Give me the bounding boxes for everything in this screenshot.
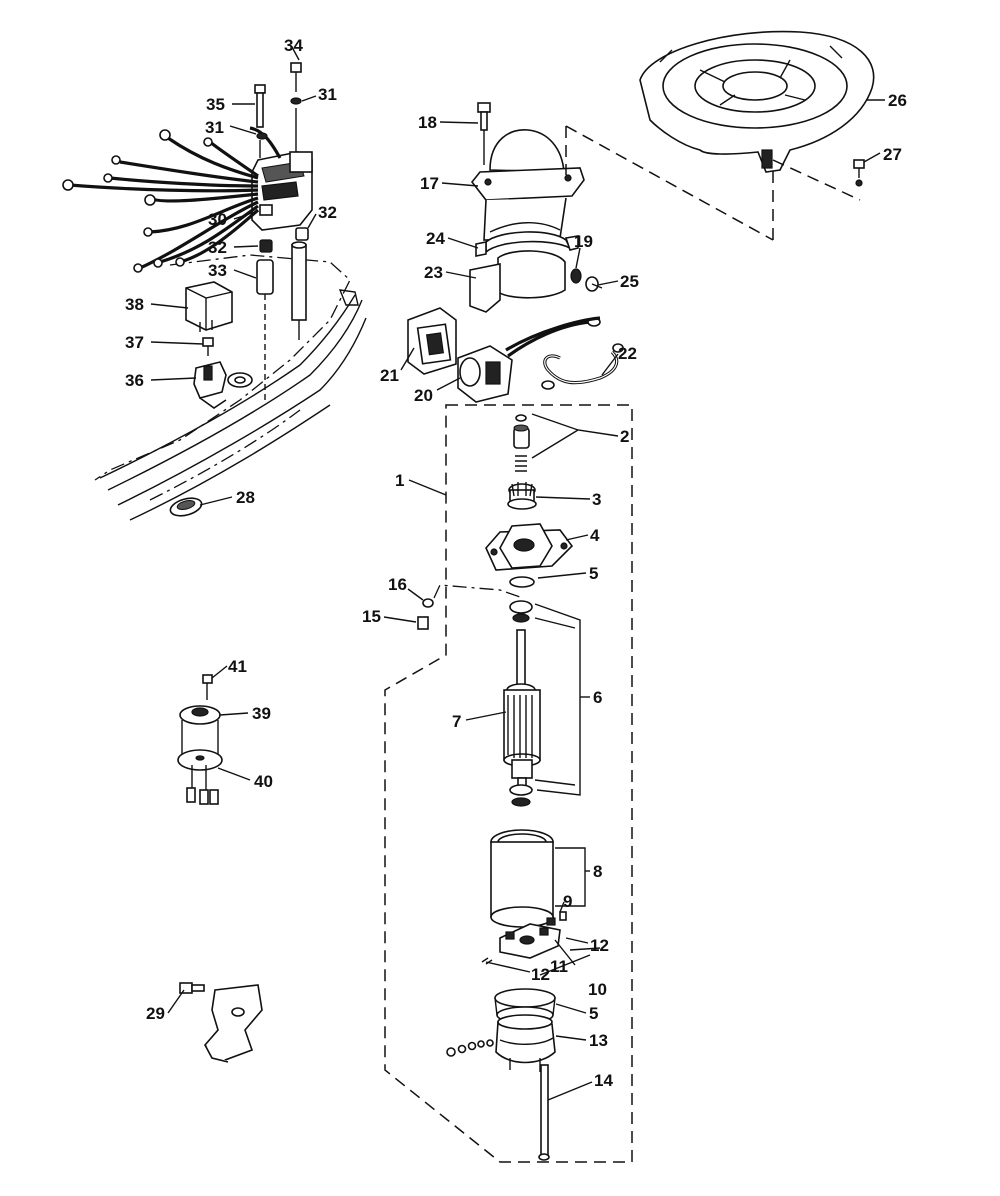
callout-19: 19 bbox=[574, 232, 593, 251]
callout-4: 4 bbox=[590, 526, 600, 545]
callout-6: 6 bbox=[593, 688, 602, 707]
washer-31-top bbox=[290, 97, 302, 105]
washer-5-top bbox=[509, 576, 535, 588]
callout-31-lower: 31 bbox=[205, 118, 224, 137]
callout-36: 36 bbox=[125, 371, 144, 390]
brush-9 bbox=[546, 911, 567, 926]
callout-3: 3 bbox=[592, 490, 601, 509]
callout-27: 27 bbox=[883, 145, 902, 164]
washer-6-c bbox=[509, 784, 533, 796]
solenoid-cover-17 bbox=[470, 129, 585, 241]
screw-27 bbox=[853, 159, 865, 187]
callout-labels: 34 35 31 31 30 32 32 33 38 37 36 28 41 3… bbox=[125, 36, 907, 1090]
callout-11: 11 bbox=[550, 957, 568, 976]
through-bolt-14 bbox=[538, 1064, 550, 1161]
washer-6-b bbox=[512, 613, 530, 623]
callout-20: 20 bbox=[414, 386, 433, 405]
sensor-39 bbox=[179, 705, 221, 755]
callout-30: 30 bbox=[208, 210, 227, 229]
callout-39: 39 bbox=[252, 704, 271, 723]
callout-33: 33 bbox=[208, 261, 227, 280]
washer-6-a bbox=[509, 600, 533, 614]
washer-19 bbox=[570, 268, 582, 284]
plug-28 bbox=[169, 497, 203, 517]
callout-17: 17 bbox=[420, 174, 439, 193]
callout-21: 21 bbox=[380, 366, 399, 385]
callout-23: 23 bbox=[424, 263, 443, 282]
washer-31-lower bbox=[256, 132, 268, 140]
callout-41: 41 bbox=[228, 657, 247, 676]
starter-kit-outline bbox=[384, 404, 633, 1163]
flywheel-cover-26 bbox=[639, 30, 875, 173]
screw-41 bbox=[202, 674, 213, 700]
bracket-23 bbox=[469, 250, 566, 313]
callout-2: 2 bbox=[620, 427, 629, 446]
grommet-32 bbox=[259, 239, 273, 253]
callout-34: 34 bbox=[284, 36, 303, 55]
callout-35: 35 bbox=[206, 95, 225, 114]
callout-8: 8 bbox=[593, 862, 602, 881]
callout-15: 15 bbox=[362, 607, 381, 626]
callout-5-lower: 5 bbox=[589, 1004, 598, 1023]
boot-21 bbox=[407, 307, 457, 375]
pinion-3 bbox=[507, 482, 537, 510]
end-frame-13 bbox=[446, 1014, 556, 1072]
callout-40: 40 bbox=[254, 772, 273, 791]
screw-37 bbox=[202, 337, 214, 356]
callout-12-left: 12 bbox=[531, 965, 550, 984]
callout-14: 14 bbox=[594, 1071, 613, 1090]
bolt-34 bbox=[290, 62, 302, 152]
callout-24: 24 bbox=[426, 229, 445, 248]
screw-25 bbox=[585, 276, 603, 292]
callout-32-left: 32 bbox=[208, 238, 227, 257]
clamp-24 bbox=[475, 231, 579, 257]
plate-40 bbox=[177, 749, 223, 805]
callout-1: 1 bbox=[395, 471, 404, 490]
bushing-2 bbox=[513, 414, 530, 472]
callout-29: 29 bbox=[146, 1004, 165, 1023]
solenoid-20 bbox=[457, 316, 601, 403]
leader-lines bbox=[150, 46, 885, 1101]
washer-6-bracket bbox=[534, 603, 581, 796]
mount-post bbox=[264, 241, 307, 400]
callout-10: 10 bbox=[588, 980, 607, 999]
callout-7: 7 bbox=[452, 712, 461, 731]
callout-22: 22 bbox=[618, 344, 637, 363]
engine-block-outline bbox=[94, 254, 367, 521]
screw-15 bbox=[417, 616, 429, 630]
callout-9: 9 bbox=[563, 892, 572, 911]
washer-6-d bbox=[511, 797, 531, 807]
motor-housing-8 bbox=[490, 829, 586, 928]
callout-16: 16 bbox=[388, 575, 407, 594]
end-cap-4 bbox=[485, 523, 574, 571]
callout-12-right: 12 bbox=[590, 936, 609, 955]
bracket-36 bbox=[193, 361, 253, 409]
bolt-35 bbox=[254, 84, 266, 158]
callout-18: 18 bbox=[418, 113, 437, 132]
callout-37: 37 bbox=[125, 333, 144, 352]
callout-31-top: 31 bbox=[318, 85, 337, 104]
relay-38 bbox=[185, 281, 233, 332]
brush-plate-10 bbox=[481, 923, 601, 976]
bracket-29 bbox=[179, 982, 263, 1063]
callout-5-top: 5 bbox=[589, 564, 598, 583]
cable-22 bbox=[541, 343, 624, 390]
callout-26: 26 bbox=[888, 91, 907, 110]
callout-25: 25 bbox=[620, 272, 639, 291]
alignment-dash-line bbox=[565, 125, 861, 241]
callout-32-right: 32 bbox=[318, 203, 337, 222]
callout-28: 28 bbox=[236, 488, 255, 507]
switch-box-assembly bbox=[62, 126, 313, 273]
washer-16 bbox=[422, 584, 521, 608]
callout-13: 13 bbox=[589, 1031, 608, 1050]
callout-38: 38 bbox=[125, 295, 144, 314]
spacer-33 bbox=[256, 259, 274, 295]
armature-7 bbox=[503, 629, 541, 789]
bolt-18 bbox=[477, 102, 491, 165]
